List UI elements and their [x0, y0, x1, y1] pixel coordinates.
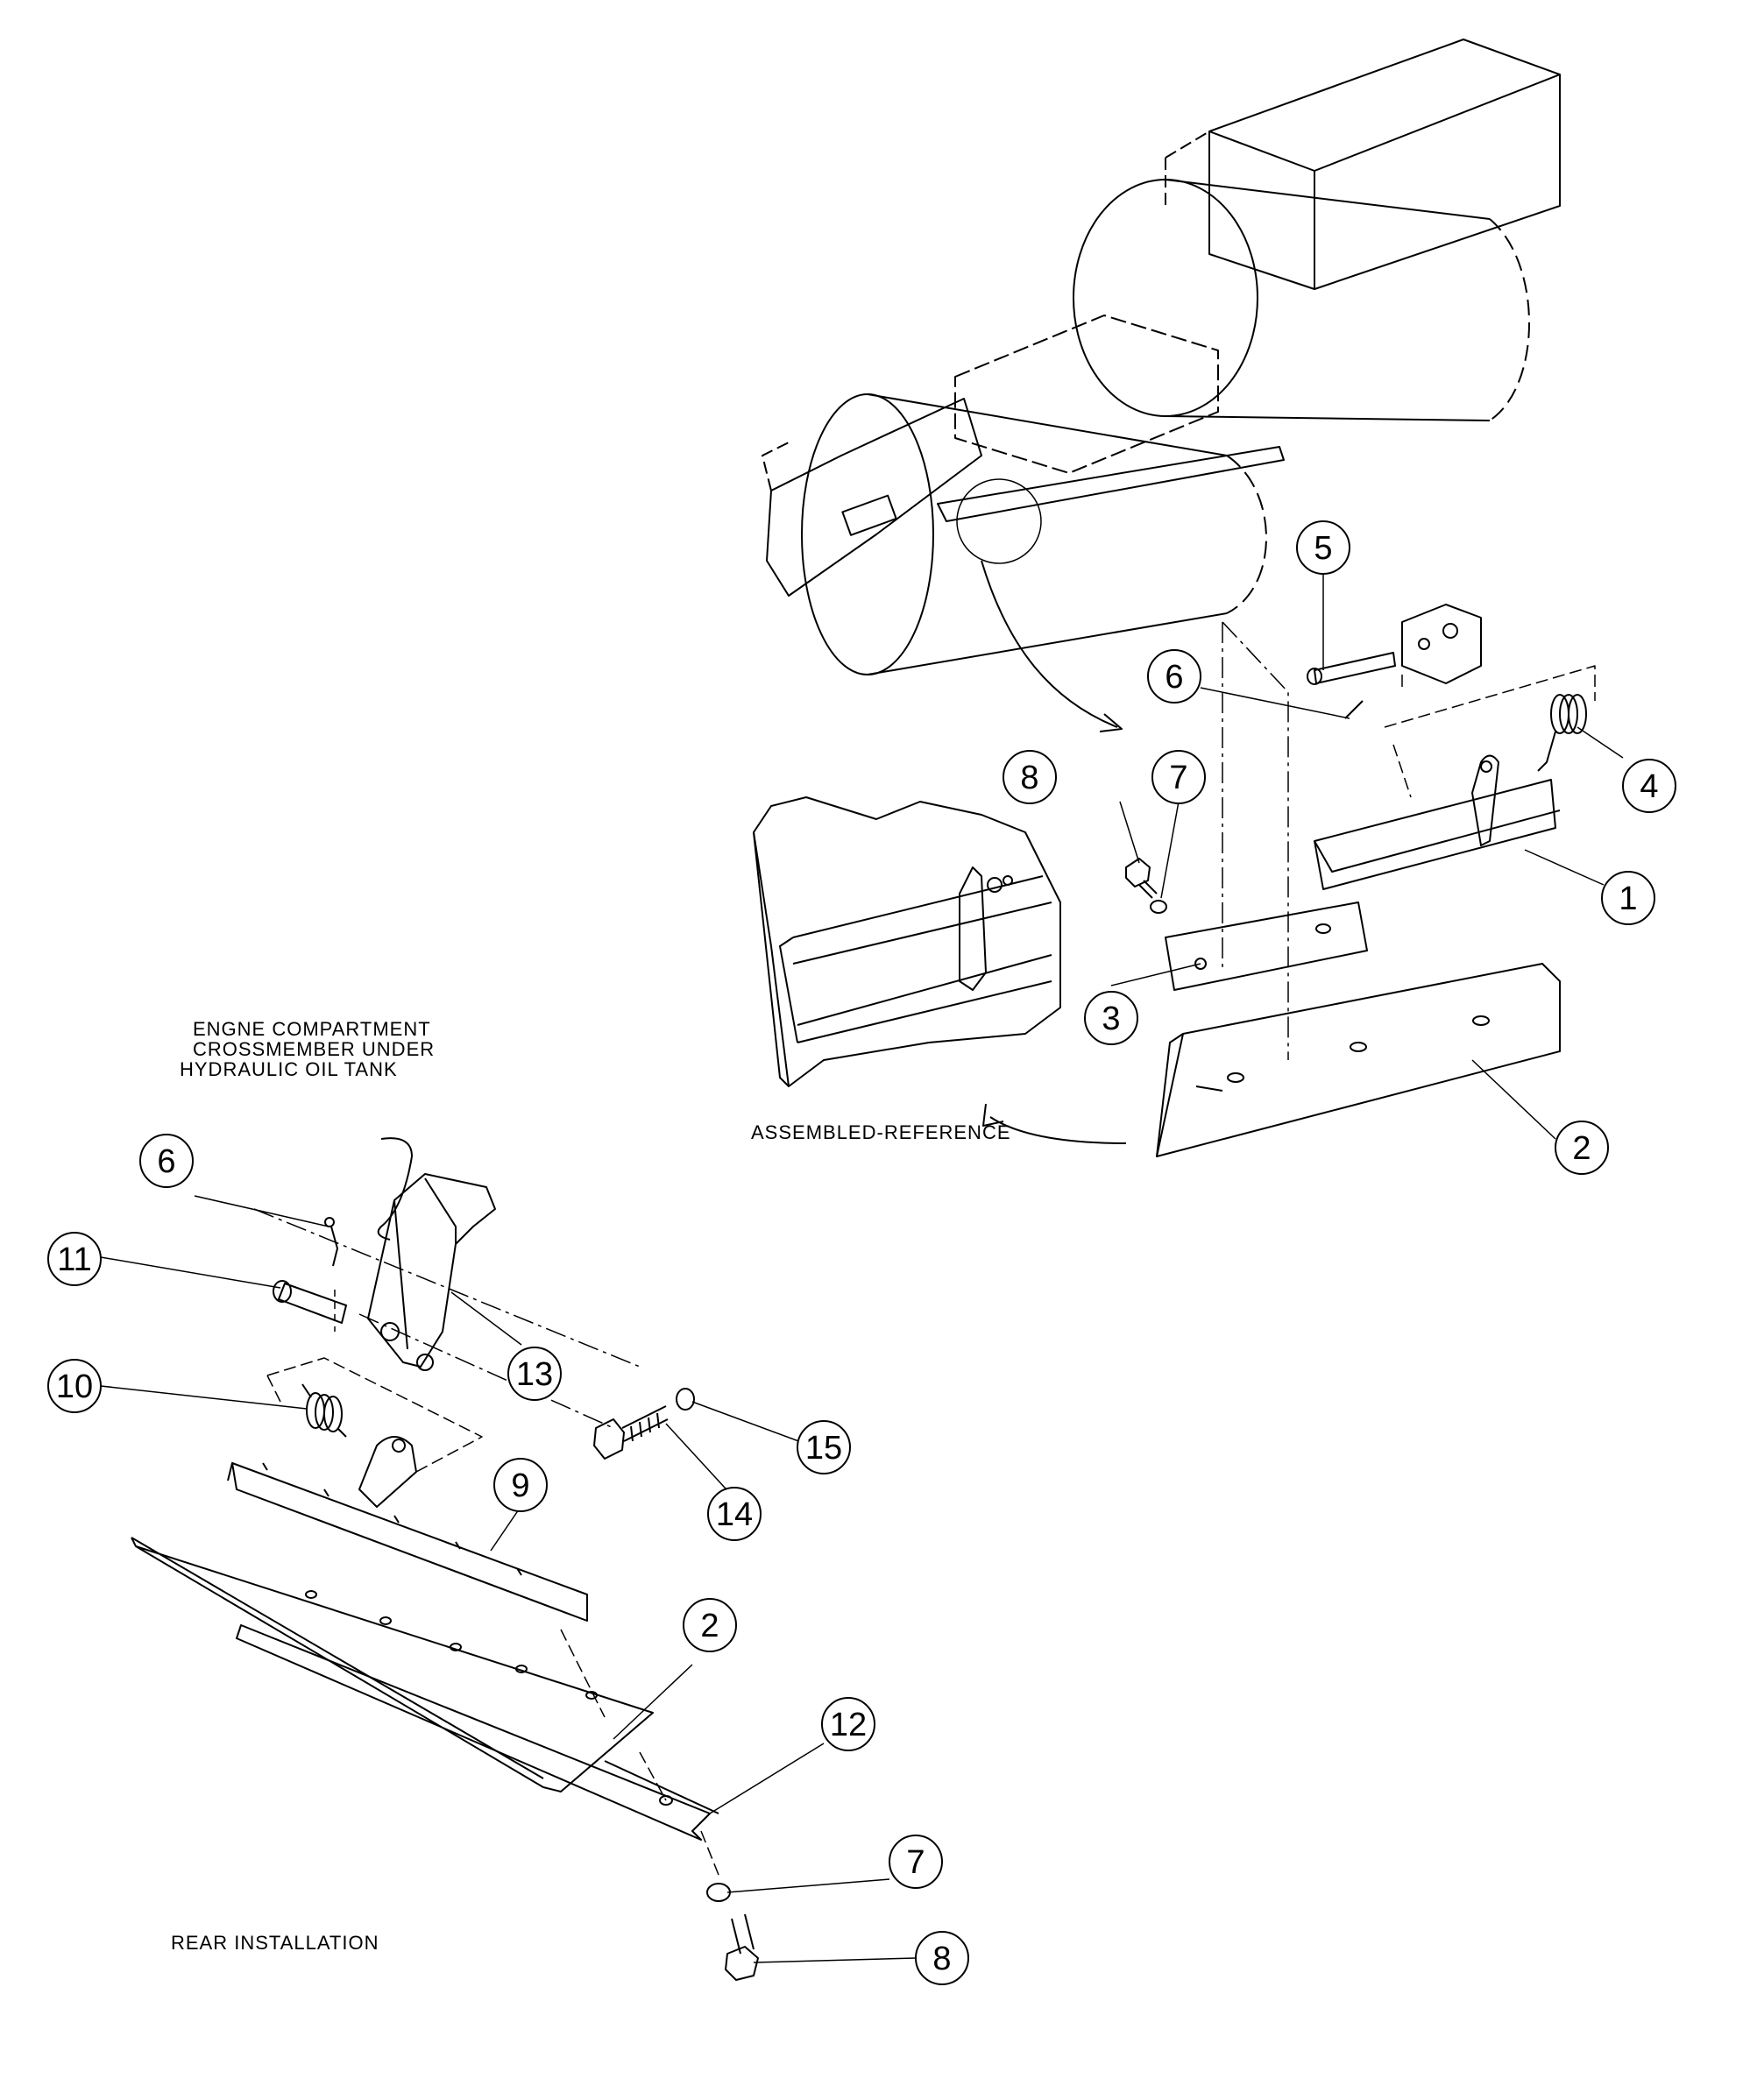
callout-rear-8: 8 [915, 1931, 969, 1985]
callout-front-4: 4 [1622, 759, 1676, 813]
assembled-reference-label: ASSEMBLED-REFERENCE [751, 1121, 1011, 1143]
engine-note-line-1: ENGNE COMPARTMENT [193, 1018, 431, 1040]
callout-front-1: 1 [1601, 871, 1655, 925]
svg-text:5: 5 [1314, 530, 1332, 567]
svg-text:10: 10 [56, 1368, 93, 1405]
callout-rear-9: 9 [493, 1458, 548, 1512]
svg-text:2: 2 [700, 1608, 719, 1644]
callout-rear-11: 11 [47, 1232, 102, 1286]
callout-leaders [100, 565, 1624, 1963]
svg-text:7: 7 [1169, 760, 1187, 796]
callout-front-5: 5 [1296, 520, 1350, 575]
machine-body [762, 39, 1561, 675]
svg-text:12: 12 [830, 1707, 867, 1743]
svg-text:8: 8 [932, 1941, 951, 1977]
svg-text:3: 3 [1102, 1001, 1120, 1037]
svg-text:7: 7 [906, 1844, 925, 1881]
torsion-spring-front [1537, 694, 1587, 772]
svg-text:1: 1 [1619, 880, 1637, 917]
svg-text:8: 8 [1020, 760, 1038, 796]
svg-text:13: 13 [516, 1356, 553, 1393]
svg-text:6: 6 [157, 1143, 175, 1180]
callout-rear-10: 10 [47, 1359, 102, 1413]
engine-note-line-2: CROSSMEMBER UNDER [193, 1038, 435, 1060]
callout-rear-2: 2 [683, 1598, 737, 1652]
callout-front-6: 6 [1147, 649, 1201, 704]
callout-front-3: 3 [1084, 991, 1138, 1045]
rear-installation-view [131, 1137, 759, 1981]
callout-front-8: 8 [1003, 750, 1057, 804]
callout-rear-6: 6 [139, 1134, 194, 1188]
assembled-reference-view [753, 796, 1061, 1087]
callout-front-2: 2 [1555, 1121, 1609, 1175]
svg-text:2: 2 [1572, 1130, 1591, 1167]
callout-rear-12: 12 [821, 1697, 875, 1751]
rear-installation-label: REAR INSTALLATION [171, 1932, 379, 1954]
callout-rear-15: 15 [797, 1420, 851, 1474]
front-exploded-view [1125, 604, 1596, 1157]
bolt-rear [593, 1405, 669, 1460]
callout-front-7: 7 [1151, 750, 1206, 804]
engine-note-line-3: HYDRAULIC OIL TANK [180, 1058, 398, 1080]
callout-rear-14: 14 [707, 1487, 762, 1541]
callout-rear-13: 13 [507, 1347, 562, 1401]
bolt-front [1125, 858, 1158, 899]
svg-text:15: 15 [805, 1430, 842, 1467]
clevis-pin-rear [273, 1280, 347, 1332]
torsion-spring-rear [301, 1383, 347, 1438]
svg-text:11: 11 [57, 1241, 91, 1278]
svg-text:14: 14 [716, 1496, 753, 1533]
svg-text:4: 4 [1640, 768, 1658, 805]
detail-arrow-upper [981, 560, 1123, 732]
svg-text:9: 9 [511, 1467, 529, 1504]
svg-text:6: 6 [1165, 659, 1183, 696]
callout-rear-7: 7 [889, 1835, 943, 1889]
clevis-pin-front [1307, 652, 1396, 685]
